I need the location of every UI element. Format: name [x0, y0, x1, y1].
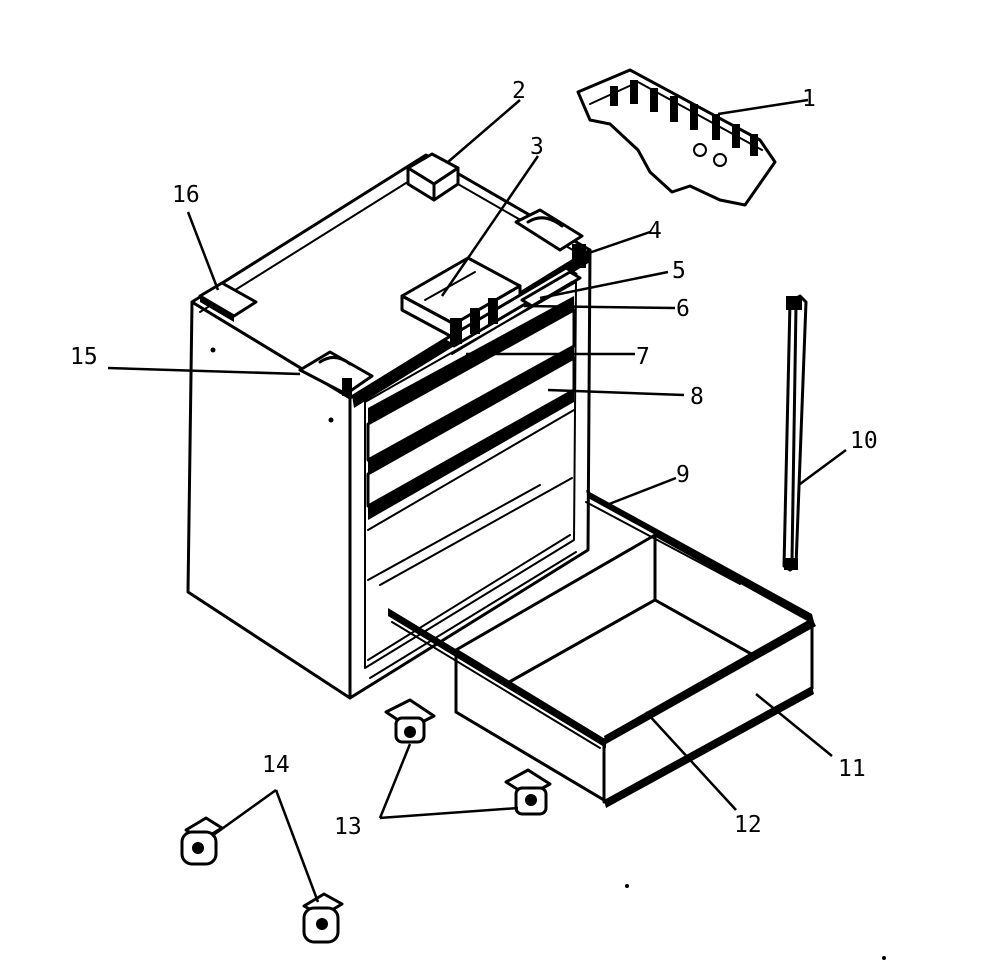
label-part-12: 12	[734, 812, 762, 838]
corner-bracket-15	[298, 350, 374, 396]
rail-7	[368, 296, 574, 424]
label-part-13: 13	[334, 814, 362, 840]
drawer-assembly	[388, 490, 816, 808]
label-part-11: 11	[838, 756, 866, 782]
drawer-rails	[366, 296, 576, 586]
label-part-8: 8	[690, 384, 704, 410]
label-part-9: 9	[676, 462, 690, 488]
caster-13b	[504, 768, 552, 816]
label-part-3: 3	[530, 134, 544, 160]
label-part-7: 7	[636, 344, 650, 370]
label-part-4: 4	[648, 218, 662, 244]
caster-13a	[384, 698, 436, 744]
caster-14a	[180, 816, 224, 866]
label-part-16: 16	[172, 182, 200, 208]
slide-rail-12	[388, 608, 606, 748]
rail-assembly	[442, 244, 586, 355]
label-part-14: 14	[262, 752, 290, 778]
label-part-5: 5	[672, 258, 686, 284]
label-part-15: 15	[70, 344, 98, 370]
leader-lines	[107, 98, 847, 903]
label-part-10: 10	[850, 428, 878, 454]
back-corner-block-2	[406, 152, 460, 202]
label-part-6: 6	[676, 296, 690, 322]
label-part-1: 1	[802, 86, 816, 112]
back-right-bracket	[514, 208, 584, 252]
side-rail-10	[782, 294, 808, 572]
control-panel-1	[576, 68, 777, 207]
slide-rail-9	[586, 490, 814, 622]
caster-14b	[302, 892, 344, 944]
rail-8	[368, 346, 574, 474]
label-part-2: 2	[512, 78, 526, 104]
part-labels: 1 2 3 4 5 6 7 8 9 10 11 12 13 14 15 16	[70, 78, 878, 840]
corner-block-16	[198, 281, 258, 322]
